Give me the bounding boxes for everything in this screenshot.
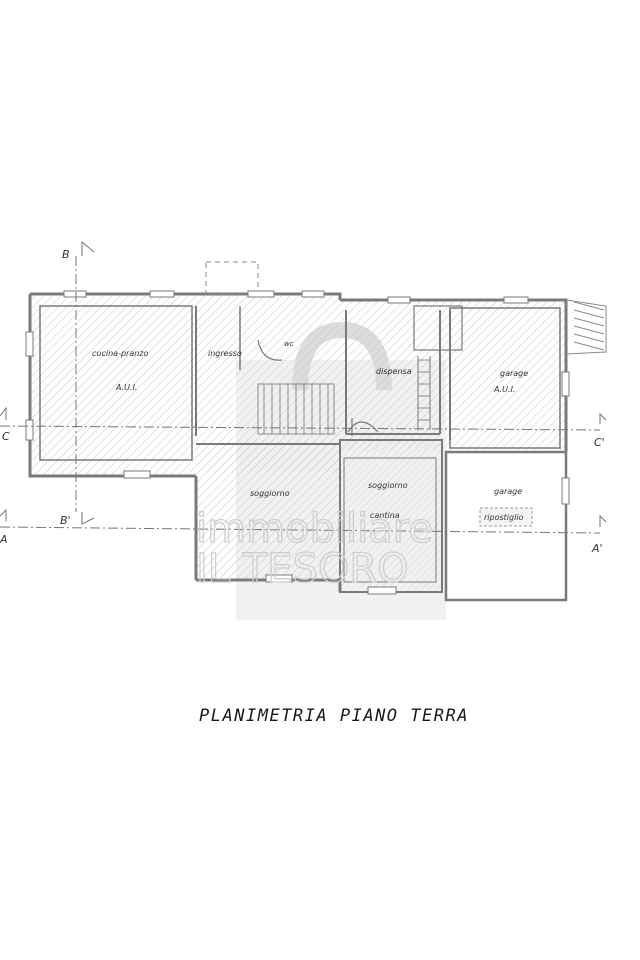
room-label-ingresso: ingresso: [208, 349, 242, 358]
walls: [28, 292, 568, 602]
room-label-garage-bottom: garage: [494, 487, 522, 496]
room-label-ripostiglio: ripostiglio: [484, 513, 524, 522]
room-label-garage-top: garage: [500, 369, 528, 378]
section-a-right-label: A': [591, 542, 603, 555]
room-label-cucina-pranzo: cucina-pranzo: [92, 349, 148, 358]
stairs: [205, 261, 607, 435]
room-label-cantina: cantina: [370, 511, 400, 520]
watermark-line1: immobiliare: [196, 506, 433, 552]
section-b-bottom-label: B': [60, 514, 71, 527]
room-label-dispensa: dispensa: [376, 367, 412, 376]
section-b-top-label: B: [62, 248, 70, 261]
ripostiglio-box: [479, 507, 533, 527]
room-label-aui-left: A.U.I.: [115, 383, 137, 392]
section-a-left-label: A: [0, 533, 8, 546]
room-label-aui-right: A.U.I.: [493, 385, 515, 394]
doors: [257, 339, 379, 436]
windows: [25, 290, 570, 595]
section-c-left-label: C: [2, 430, 10, 443]
room-label-soggiorno-left: soggiorno: [250, 489, 290, 498]
watermark-line2: IL TESORO: [196, 546, 409, 592]
section-lines: [0, 240, 607, 534]
building-hatch: [30, 296, 566, 590]
room-label-soggiorno-center: soggiorno: [368, 481, 408, 490]
room-label-wc: wc: [284, 340, 294, 348]
section-c-right-label: C': [594, 436, 605, 449]
plan-caption: PLANIMETRIA PIANO TERRA: [199, 706, 469, 726]
